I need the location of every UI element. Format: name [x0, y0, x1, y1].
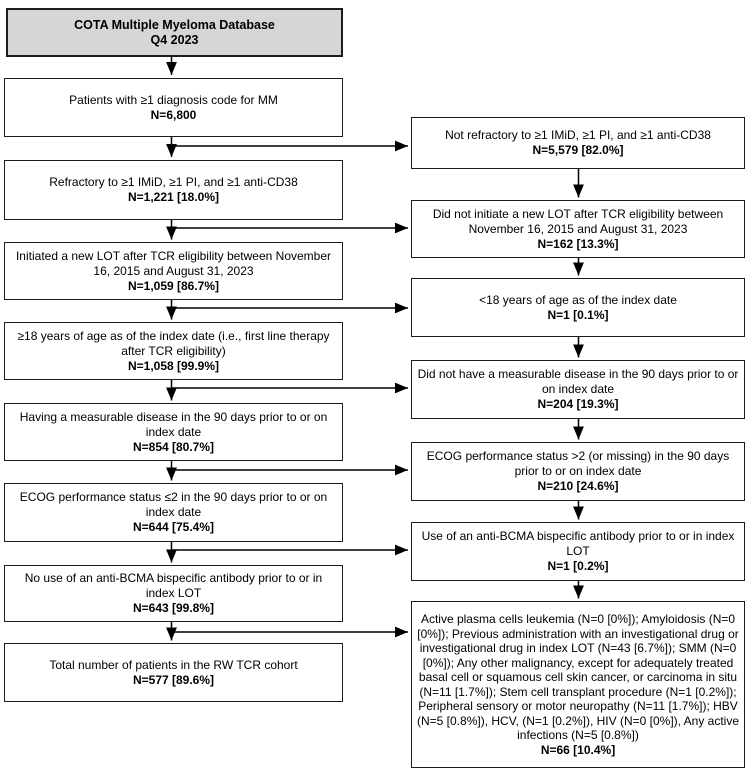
box-text: Refractory to ≥1 IMiD, ≥1 PI, and ≥1 ant… — [49, 175, 298, 189]
box-text: Initiated a new LOT after TCR eligibilit… — [15, 248, 332, 278]
box-text: ≥18 years of age as of the index date (i… — [17, 328, 330, 358]
source-database-box: COTA Multiple Myeloma Database Q4 2023 — [6, 8, 343, 57]
box-count: N=1 [0.1%] — [547, 307, 609, 322]
box-no-measurable-disease: Did not have a measurable disease in the… — [411, 360, 745, 419]
box-text: Patients with ≥1 diagnosis code for MM — [69, 92, 278, 107]
box-ecog-le2: ECOG performance status ≤2 in the 90 day… — [4, 483, 343, 542]
box-count: N=643 [99.8%] — [132, 601, 215, 615]
box-age-ge18: ≥18 years of age as of the index date (i… — [4, 322, 343, 380]
box-measurable-disease: Having a measurable disease in the 90 da… — [4, 403, 343, 461]
box-count: N=577 [89.6%] — [132, 672, 215, 687]
box-count: N=210 [24.6%] — [537, 479, 619, 493]
box-text: Active plasma cells leukemia (N=0 [0%]);… — [417, 612, 740, 742]
box-ecog-gt2: ECOG performance status >2 (or missing) … — [411, 442, 745, 501]
box-count: N=66 [10.4%] — [540, 742, 616, 757]
box-mm-diagnosis: Patients with ≥1 diagnosis code for MM N… — [4, 78, 343, 137]
box-other-exclusions: Active plasma cells leukemia (N=0 [0%]);… — [411, 601, 745, 768]
box-count: N=1 [0.2%] — [547, 559, 609, 573]
box-count: N=204 [19.3%] — [537, 397, 619, 411]
box-initiated-lot: Initiated a new LOT after TCR eligibilit… — [4, 242, 343, 300]
box-count: N=1,221 [18.0%] — [127, 190, 220, 204]
box-no-new-lot: Did not initiate a new LOT after TCR eli… — [411, 200, 745, 258]
source-line1: COTA Multiple Myeloma Database — [74, 17, 275, 32]
box-final-cohort: Total number of patients in the RW TCR c… — [4, 643, 343, 702]
source-line2: Q4 2023 — [150, 32, 199, 47]
box-count: N=644 [75.4%] — [132, 520, 215, 534]
box-count: N=854 [80.7%] — [132, 439, 215, 454]
box-text: Use of an anti-BCMA bispecific antibody … — [421, 529, 735, 558]
box-text: Did not have a measurable disease in the… — [417, 367, 739, 396]
box-text: Did not initiate a new LOT after TCR eli… — [432, 206, 724, 236]
box-count: N=6,800 — [150, 107, 197, 122]
box-count: N=5,579 [82.0%] — [532, 143, 624, 157]
box-text: Total number of patients in the RW TCR c… — [49, 657, 298, 672]
box-count: N=162 [13.3%] — [537, 236, 619, 251]
box-refractory: Refractory to ≥1 IMiD, ≥1 PI, and ≥1 ant… — [4, 160, 343, 220]
box-text: ECOG performance status ≤2 in the 90 day… — [19, 490, 328, 519]
box-no-anti-bcma: No use of an anti-BCMA bispecific antibo… — [4, 565, 343, 622]
box-text: Not refractory to ≥1 IMiD, ≥1 PI, and ≥1… — [445, 128, 711, 142]
box-count: N=1,059 [86.7%] — [127, 278, 220, 293]
box-not-refractory: Not refractory to ≥1 IMiD, ≥1 PI, and ≥1… — [411, 117, 745, 169]
box-age-lt18: <18 years of age as of the index date N=… — [411, 278, 745, 337]
box-count: N=1,058 [99.9%] — [127, 358, 220, 373]
box-text: No use of an anti-BCMA bispecific antibo… — [24, 571, 323, 600]
box-text: Having a measurable disease in the 90 da… — [19, 409, 328, 439]
box-text: <18 years of age as of the index date — [479, 292, 677, 307]
box-anti-bcma-use: Use of an anti-BCMA bispecific antibody … — [411, 522, 745, 581]
box-text: ECOG performance status >2 (or missing) … — [426, 449, 730, 478]
